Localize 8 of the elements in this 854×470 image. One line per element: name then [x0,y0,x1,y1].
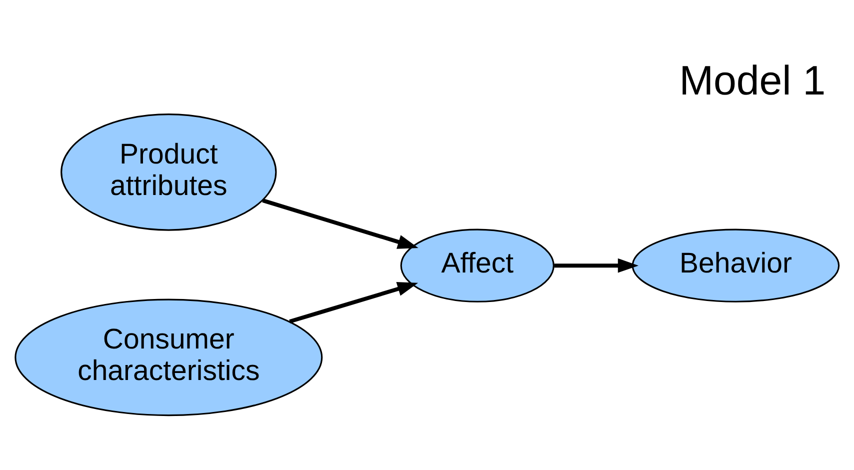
arrow [262,198,418,248]
arrow [289,281,418,323]
diagram-title: Model 1 [679,57,826,104]
node-ellipse: Consumer characteristics [14,298,323,416]
node-ellipse: Affect [400,228,554,302]
arrow [554,258,639,272]
node-ellipse: Behavior [632,228,840,302]
node-ellipse: Product attributes [60,113,277,230]
